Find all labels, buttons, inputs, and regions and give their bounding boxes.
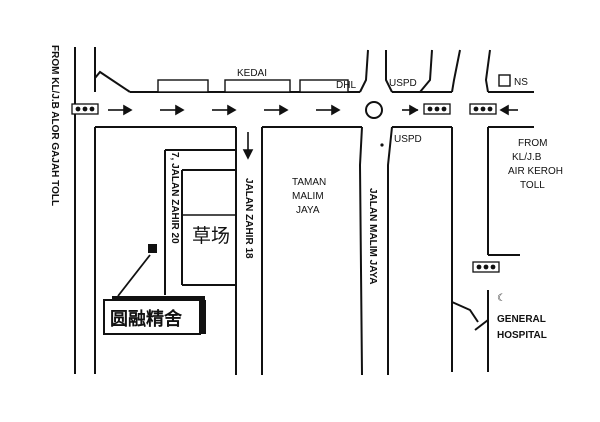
svg-text:MALIM: MALIM [292,191,324,202]
zahir-18-road [235,127,263,375]
traffic-light-icon [423,103,451,115]
hospital-label: GENERAL HOSPITAL [497,314,547,341]
roundabout-icon [365,101,383,119]
traffic-light-icon [469,103,497,115]
west-road-label: FROM KL/J.B ALOR GAJAH TOLL [49,45,60,206]
west-road [74,47,96,374]
grass-field-label: 草场 [192,225,230,247]
malim-jaya-label: JALAN MALIM JAYA [367,188,378,285]
uspd-mid-label: USPD [394,134,422,145]
destination-label: 圆融精舍 [110,308,183,330]
svg-text:HOSPITAL: HOSPITAL [497,330,547,341]
ns-label: NS [514,77,528,88]
svg-text:TAMAN: TAMAN [292,177,326,188]
kedai-label: KEDAI [237,68,267,79]
svg-text:JAYA: JAYA [296,205,320,216]
svg-text:KL/J.B: KL/J.B [512,152,542,163]
arrow-icon [108,104,518,160]
zahir-18-label: JALAN ZAHIR 18 [243,178,254,259]
kedai-shops: KEDAI DHL [157,68,356,93]
destination-marker [103,244,206,335]
svg-text:FROM: FROM [518,138,547,149]
air-keroh-label: FROM KL/J.B AIR KEROH TOLL [508,138,563,191]
svg-text:AIR KEROH: AIR KEROH [508,166,563,177]
dhl-label: DHL [336,80,356,91]
hospital-road [451,254,520,372]
uspd-top-label: USPD [389,78,417,89]
svg-text:GENERAL: GENERAL [497,314,546,325]
traffic-light-icon [71,103,99,115]
zahir-20-label: 7, JALAN ZAHIR 20 [169,152,180,244]
crescent-icon: ☾ [497,293,506,304]
air-keroh-road: NS [451,49,528,255]
traffic-light-icon [472,261,500,273]
uspd-road-top: USPD [359,49,433,93]
svg-text:TOLL: TOLL [520,180,545,191]
zahir-20-block [164,149,236,295]
malim-jaya-road [358,126,393,376]
taman-malim-jaya-label: TAMAN MALIM JAYA [292,177,326,216]
